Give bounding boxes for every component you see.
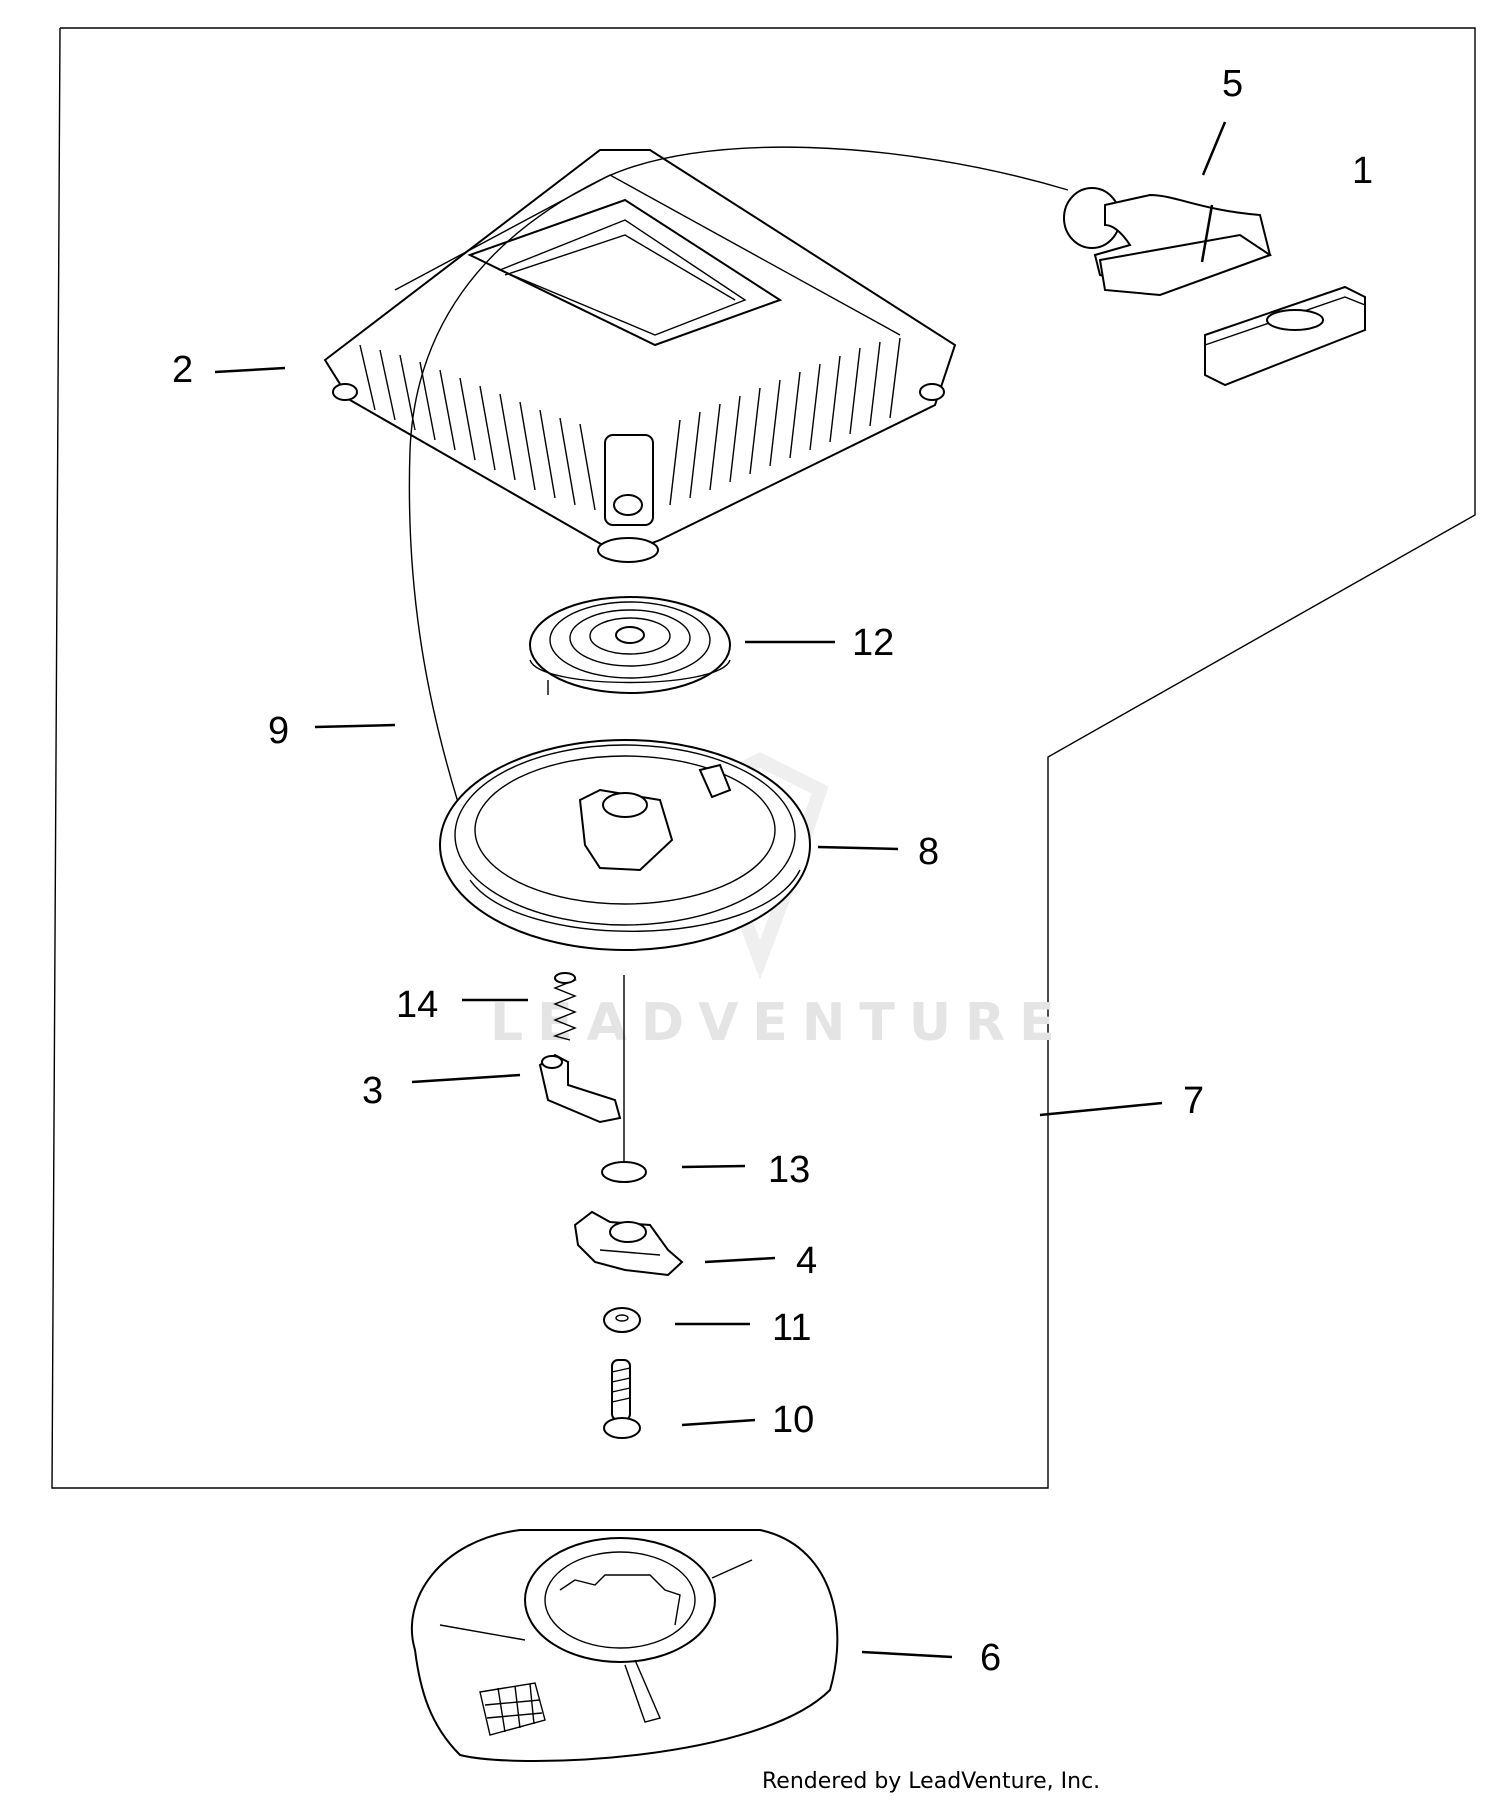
screw (603, 1359, 641, 1439)
starter-housing (323, 149, 957, 563)
handle-insert (1204, 285, 1366, 387)
callout-1: 1 (1352, 150, 1373, 192)
cover-plate (410, 1529, 839, 1762)
callout-2: 2 (172, 349, 193, 391)
small-washer (603, 1307, 641, 1333)
callout-7: 7 (1183, 1080, 1204, 1122)
recoil-spring (529, 596, 731, 695)
starter-handle (1063, 187, 1273, 297)
callout-4: 4 (796, 1240, 817, 1282)
callout-11: 11 (772, 1307, 811, 1349)
callout-13: 13 (768, 1149, 810, 1191)
footer-credit: Rendered by LeadVenture, Inc. (762, 1769, 1100, 1794)
leader-lines (214, 121, 1227, 1659)
washer (601, 1161, 647, 1183)
pawl (538, 1053, 622, 1124)
callout-10: 10 (772, 1399, 814, 1441)
callout-12: 12 (852, 622, 894, 664)
callout-6: 6 (980, 1637, 1001, 1679)
callout-8: 8 (918, 831, 939, 873)
callout-9: 9 (268, 710, 289, 752)
reel (439, 739, 811, 951)
friction-plate (573, 1210, 684, 1277)
callout-5: 5 (1222, 63, 1243, 105)
housing-fins-right (669, 337, 901, 506)
cover-logo-mark (479, 1682, 546, 1736)
callout-14: 14 (396, 984, 438, 1026)
callouts: 1 5 2 12 9 8 14 3 7 13 4 11 10 6 (172, 63, 1373, 1679)
watermark-text: LEADVENTURE (490, 993, 1069, 1053)
pawl-spring (552, 972, 578, 1041)
callout-3: 3 (362, 1070, 383, 1112)
assembly-boundary (51, 27, 1476, 1489)
